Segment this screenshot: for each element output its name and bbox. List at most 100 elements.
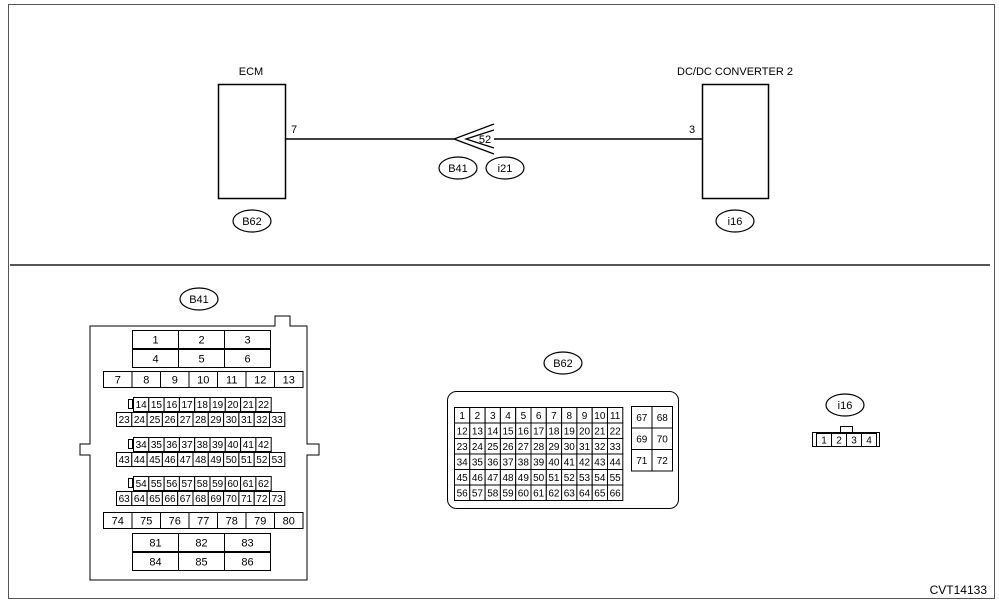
b62-pin-label: 31: [579, 442, 591, 453]
b41-pin-label: 73: [272, 494, 284, 505]
b41-pin-label: 9: [172, 374, 178, 386]
b62-pin-label: 47: [487, 473, 499, 484]
b41-pin-label: 78: [226, 515, 238, 527]
b62-pin-label: 55: [610, 473, 622, 484]
ecm-title: ECM: [239, 66, 263, 78]
b41-pin-label: 40: [227, 440, 239, 451]
b41-pin-label: 63: [119, 494, 131, 505]
b62-pin-label: 68: [657, 413, 669, 424]
b41-pin-label: 62: [258, 479, 270, 490]
converter-connector-badge: [715, 209, 755, 233]
b41-pin-label: 12: [254, 374, 266, 386]
b41-pin-label: 14: [136, 400, 148, 411]
b41-pin-label: 83: [241, 537, 253, 549]
ecm-pin: 7: [291, 124, 297, 136]
b41-pin-label: 31: [241, 415, 253, 426]
b41-pin-label: 4: [152, 353, 158, 365]
b62-pin-label: 59: [502, 488, 514, 499]
b62-pin-label: 19: [564, 426, 576, 437]
converter-box: [701, 83, 770, 200]
b41-pin-label: 51: [241, 455, 253, 466]
b62-pin-label: 64: [579, 488, 591, 499]
b41-pin-label: 55: [151, 479, 163, 490]
junction-label-b: i21: [498, 163, 513, 175]
b62-pin-label: 27: [518, 442, 530, 453]
b62-pin-label: 18: [548, 426, 560, 437]
b62-pin-label: 7: [551, 411, 557, 422]
b62-pin-label: 22: [610, 426, 622, 437]
b41-pin-label: 23: [119, 415, 131, 426]
b41-pin-label: 19: [212, 400, 224, 411]
b41-pin-label: 7: [115, 374, 121, 386]
b62-pin-label: 53: [579, 473, 591, 484]
b62-pin-label: 8: [566, 411, 572, 422]
b62-pin-label: 34: [457, 457, 469, 468]
b62-pin-label: 46: [472, 473, 484, 484]
b41-pin-label: 33: [272, 415, 284, 426]
b62-pin-label: 23: [457, 442, 469, 453]
b62-pin-label: 3: [490, 411, 496, 422]
b62-pin-label: 26: [502, 442, 514, 453]
b41-latch-tab: [128, 399, 133, 409]
b41-pin-cell: [255, 476, 272, 491]
b41-pin-label: 20: [227, 400, 239, 411]
b62-pin-label: 5: [521, 411, 527, 422]
b41-pin-label: 71: [241, 494, 253, 505]
b41-pin-label: 84: [149, 556, 161, 568]
b62-pin-label: 41: [564, 457, 576, 468]
b62-pin-label: 12: [457, 426, 469, 437]
b62-pin-label: 42: [579, 457, 591, 468]
b41-pin-cell: [274, 512, 304, 529]
b62-pin-label: 70: [657, 434, 669, 445]
b41-badge: [179, 287, 219, 311]
b62-pin-label: 4: [505, 411, 511, 422]
b41-pin-label: 65: [149, 494, 161, 505]
b62-pin-label: 37: [502, 457, 514, 468]
b41-pin-label: 70: [226, 494, 238, 505]
b41-pin-label: 80: [283, 515, 295, 527]
b41-pin-cell: [224, 349, 271, 368]
b41-pin-label: 43: [119, 455, 131, 466]
b41-pin-label: 21: [243, 400, 255, 411]
b41-pin-label: 18: [197, 400, 209, 411]
b62-pin-label: 32: [594, 442, 606, 453]
b41-pin-label: 29: [210, 415, 222, 426]
b41-pin-label: 75: [140, 515, 152, 527]
b62-pin-label: 69: [636, 434, 648, 445]
b62-pin-label: 48: [502, 473, 514, 484]
junction-label-a: B41: [448, 163, 468, 175]
b41-pin-cell: [274, 371, 304, 388]
b62-pin-label: 66: [610, 488, 622, 499]
b62-pin-label: 30: [564, 442, 576, 453]
b41-pin-label: 49: [210, 455, 222, 466]
b41-pin-label: 30: [226, 415, 238, 426]
b62-pin-label: 16: [518, 426, 530, 437]
i16-key: [840, 426, 853, 433]
b41-pin-label: 50: [226, 455, 238, 466]
b41-pin-label: 35: [151, 440, 163, 451]
b62-pin-label: 17: [533, 426, 545, 437]
b62-pin-label: 43: [594, 457, 606, 468]
b62-pin-label: 21: [594, 426, 606, 437]
b41-pin-label: 34: [136, 440, 148, 451]
b41-pin-label: 86: [241, 556, 253, 568]
b41-pin-label: 10: [197, 374, 209, 386]
b41-pin-cell: [224, 552, 271, 571]
b62-pin-label: 60: [518, 488, 530, 499]
b41-housing: [79, 315, 320, 581]
b41-pin-label: 25: [149, 415, 161, 426]
b62-pin-cell: [651, 449, 673, 472]
b41-pin-label: 82: [195, 537, 207, 549]
b41-pin-cell: [269, 491, 286, 506]
b41-pin-label: 77: [197, 515, 209, 527]
b62-pin-label: 9: [582, 411, 588, 422]
b41-pin-label: 69: [210, 494, 222, 505]
b62-pin-label: 13: [472, 426, 484, 437]
outer-frame: [8, 4, 995, 599]
b41-pin-label: 42: [258, 440, 270, 451]
b41-label: B41: [189, 294, 209, 306]
i16-pin-label: 1: [821, 436, 827, 447]
b41-pin-label: 24: [134, 415, 146, 426]
b62-pin-label: 63: [564, 488, 576, 499]
